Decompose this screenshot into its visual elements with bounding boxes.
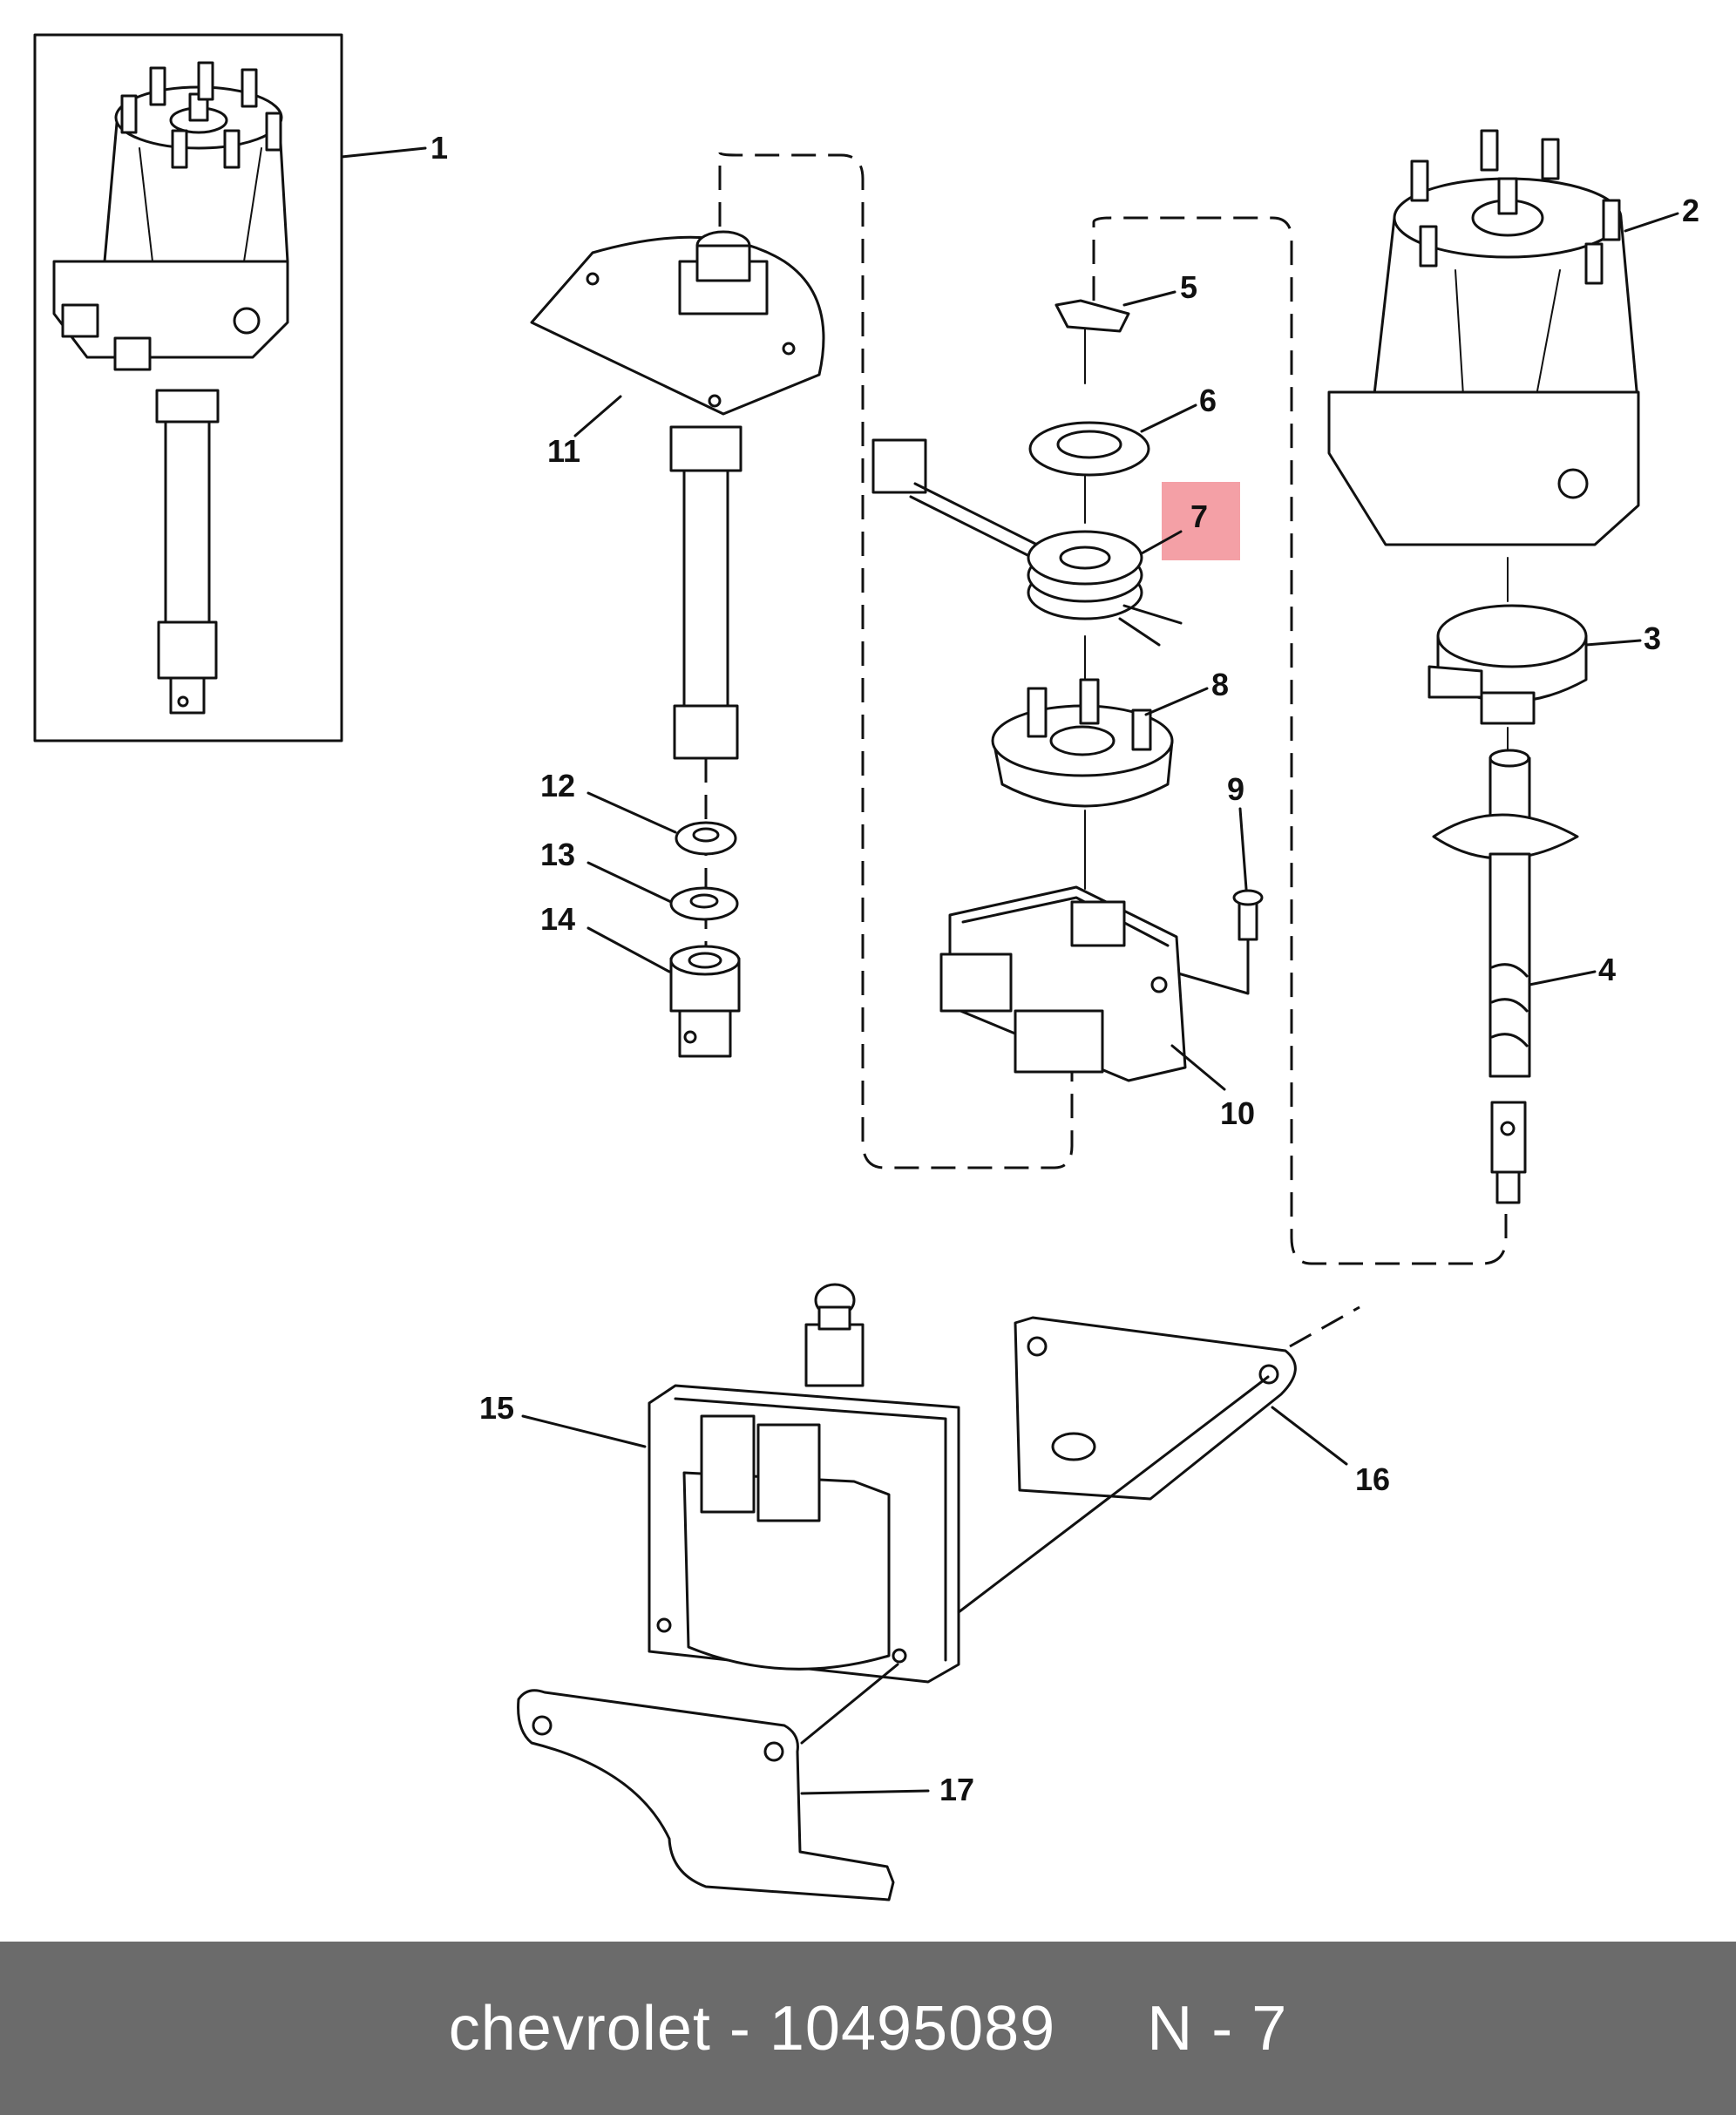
callout-4: 4 [1598,952,1616,987]
part-8-pole-piece: 8 [991,667,1229,808]
callout-12: 12 [540,768,575,803]
part-15-ignition-coil: 15 [479,1283,960,1684]
callout-11: 11 [547,433,580,469]
part-1-distributor-assembly: 1 [33,33,448,742]
part-14-gear: 14 [540,901,741,1058]
part-7-pickup-coil: 7 [871,438,1240,647]
caption-gap [1055,1994,1147,2064]
part-caption-bar: chevrolet - 10495089 N - 7 [0,1942,1736,2115]
part-10-ignition-module: 10 [939,885,1255,1131]
callout-10: 10 [1220,1095,1255,1131]
callout-5: 5 [1180,269,1197,305]
part-5-clip: 5 [1054,269,1197,333]
part-11-housing-shaft: 11 [530,152,1074,1169]
part-2-cap: 2 [1327,129,1699,546]
part-16-bracket: 16 [957,1305,1390,1614]
callout-13: 13 [540,837,575,872]
part-6-retainer: 6 [1028,383,1217,477]
caption-text: chevrolet - 10495089 N - 7 [449,1993,1288,2064]
callout-1: 1 [431,130,448,166]
callout-14: 14 [540,901,575,937]
caption-part-number: 10495089 [769,1993,1056,2064]
callout-7-highlight [1162,482,1240,560]
parts-diagram: 1 11 12 13 14 [33,33,1699,1901]
callout-9: 9 [1227,771,1244,807]
part-3-rotor: 3 [1427,557,1661,725]
caption-brand: chevrolet [448,1993,711,2064]
part-9-screw: 9 [1170,771,1264,995]
caption-separator: - [710,1993,770,2064]
callout-17: 17 [939,1772,974,1807]
callout-3: 3 [1644,620,1661,656]
part-13-washer: 13 [540,837,739,921]
part-4-main-shaft: 4 [1432,727,1616,1204]
callout-8: 8 [1211,667,1229,702]
caption-position: N - 7 [1147,1993,1288,2064]
callout-6: 6 [1199,383,1217,418]
callout-16: 16 [1355,1461,1390,1497]
callout-2: 2 [1682,193,1699,228]
part-17-lower-bracket: 17 [517,1663,974,1901]
callout-7: 7 [1190,498,1208,534]
callout-15: 15 [479,1390,514,1426]
